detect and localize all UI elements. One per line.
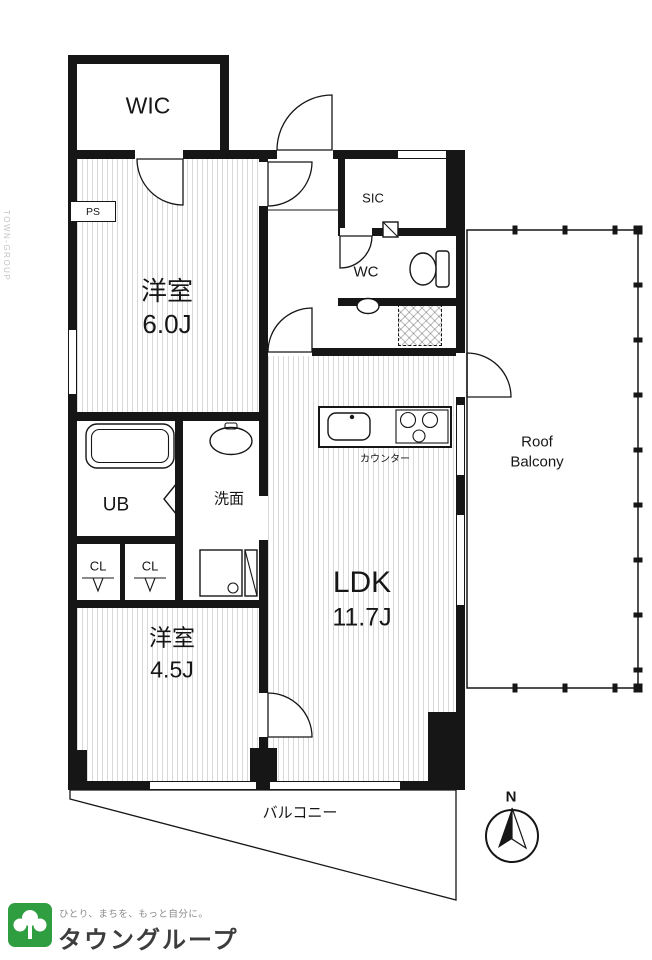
wall-closet-bottom xyxy=(68,600,268,608)
sic-label: SIC xyxy=(362,190,384,206)
window-ldk-right-2 xyxy=(456,515,465,605)
ps-box xyxy=(70,201,116,222)
pillar-bottom-right xyxy=(428,712,456,781)
window-bedroom2-bottom xyxy=(150,781,256,790)
door-arc-entrance xyxy=(276,94,333,151)
meter-box xyxy=(398,304,442,346)
compass-icon xyxy=(485,807,539,863)
washroom-label: 洗面 xyxy=(213,490,245,508)
closet-left-label: CL xyxy=(89,558,107,574)
bedroom1-opening xyxy=(259,162,268,206)
wall-bedroom1-bottom xyxy=(68,412,268,421)
pillar-bottom-left xyxy=(77,750,87,781)
brand-tagline: ひとり、まちを、もっと自分に。 xyxy=(59,909,209,920)
bedroom2-floor xyxy=(77,608,259,781)
window-ldk-bottom xyxy=(270,781,400,790)
window-top-sic xyxy=(398,150,446,159)
wc-label: WC xyxy=(353,263,379,281)
wic-opening xyxy=(135,150,183,159)
window-ldk-right-1 xyxy=(456,405,465,475)
brand-logo xyxy=(8,903,52,947)
roof-balcony-label-1: Roof xyxy=(521,433,553,451)
door-arc-roof-balcony xyxy=(466,352,512,398)
wall-hall-ldk xyxy=(312,348,456,356)
ps-label: PS xyxy=(85,205,101,218)
wall-bedroom1-right xyxy=(259,159,268,412)
window-bedroom1-left xyxy=(68,330,77,394)
bedroom2-opening xyxy=(259,693,268,737)
bedroom1-size-label: 6.0J xyxy=(142,309,192,339)
ub-label: UB xyxy=(102,494,130,516)
entrance-opening xyxy=(277,150,333,159)
bedroom2-size-label: 4.5J xyxy=(150,656,194,683)
roofbalcony-opening xyxy=(456,353,465,397)
north-label: N xyxy=(505,788,517,806)
counter-label: カウンター xyxy=(360,454,410,465)
brand-name: タウングループ xyxy=(58,927,239,954)
washroom-opening xyxy=(259,496,268,540)
roof-balcony-label-2: Balcony xyxy=(510,453,564,471)
ldk-name-label: LDK xyxy=(332,566,392,599)
brand-side-text: TOWN-GROUP xyxy=(2,210,11,282)
bedroom1-name-label: 洋室 xyxy=(140,276,194,306)
tree-logo-icon xyxy=(13,910,47,939)
pillar-top-right xyxy=(446,159,456,229)
bedroom2-name-label: 洋室 xyxy=(149,624,195,651)
ldk-size-label: 11.7J xyxy=(332,603,392,632)
wall-sic-left xyxy=(338,159,345,228)
closet-right-label: CL xyxy=(141,558,159,574)
balcony-label: バルコニー xyxy=(262,804,338,822)
wall-closet-right xyxy=(175,544,183,600)
wc-opening xyxy=(340,228,372,236)
wall-ldk-left xyxy=(259,421,268,781)
wall-closet-divider xyxy=(120,544,125,600)
wall-wc-bottom xyxy=(338,298,456,306)
wic-label: WIC xyxy=(125,92,171,119)
wic-room xyxy=(68,55,229,159)
wall-ub-bottom xyxy=(68,536,183,544)
kitchen-counter xyxy=(318,406,452,448)
pillar-bottom-center xyxy=(250,748,277,781)
wall-ub-right xyxy=(175,421,183,536)
